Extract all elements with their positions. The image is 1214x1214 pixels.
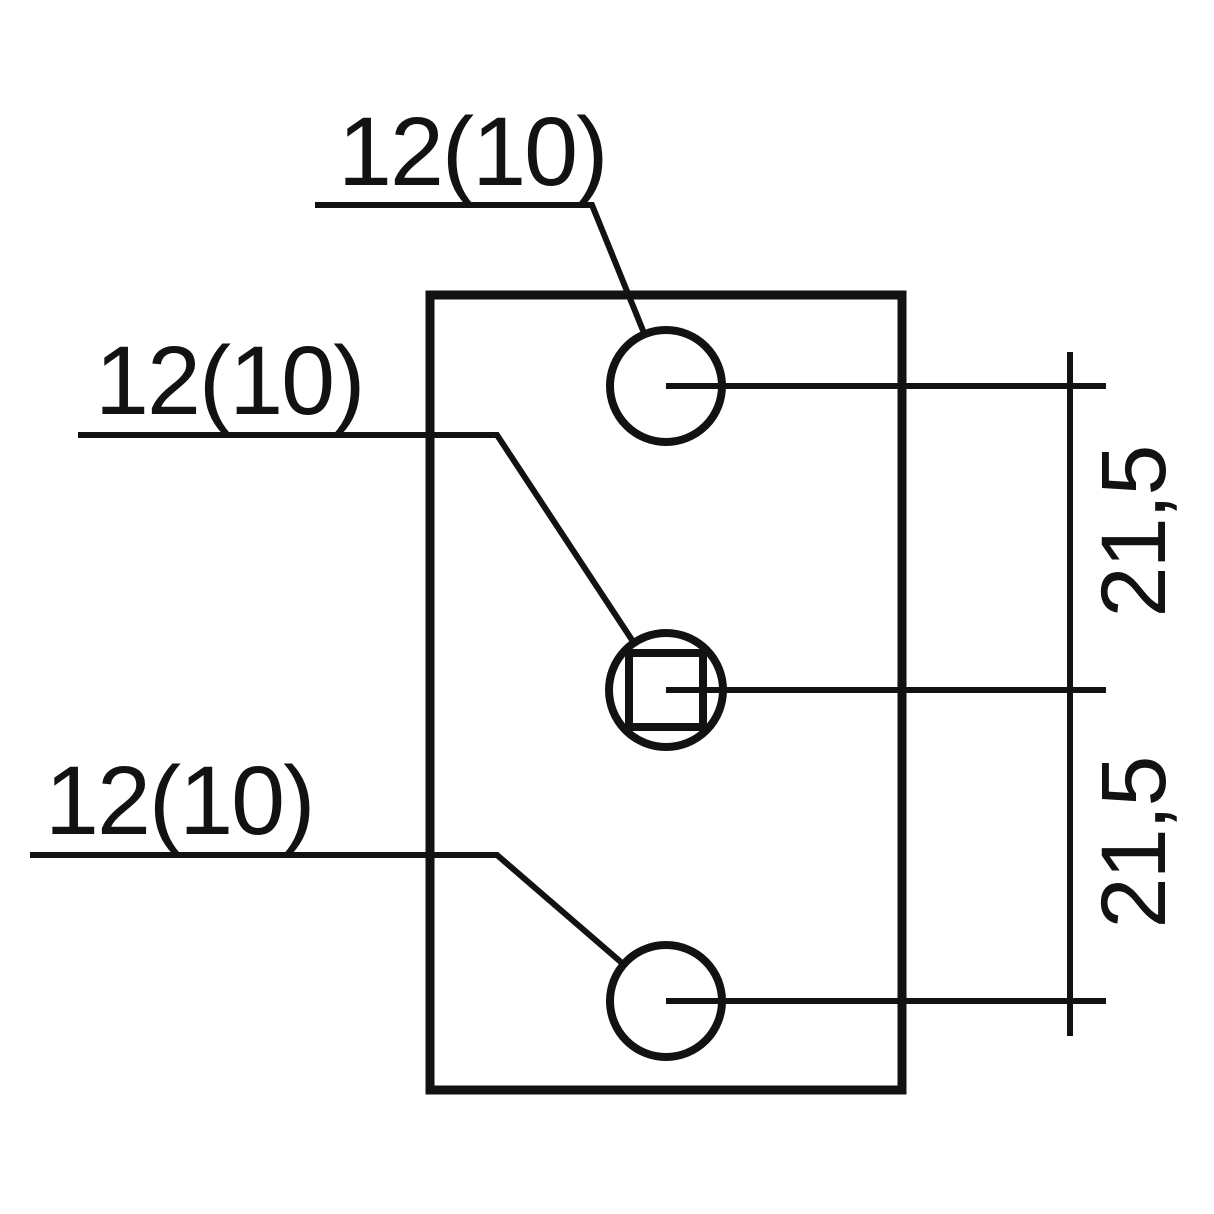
- geometry-group: [30, 202, 1106, 1095]
- leader-line-top-hole: [315, 202, 647, 335]
- hole-bottom: [606, 941, 726, 1061]
- square-drive-hole: [625, 649, 707, 731]
- label-bottom-hole: 12(10): [45, 746, 313, 855]
- label-lower-spacing: 21,5: [1083, 757, 1185, 928]
- leader-line-middle-hole: [78, 432, 637, 645]
- label-top-hole: 12(10): [338, 97, 606, 206]
- labels-group: 12(10) 12(10) 12(10) 21,5 21,5: [45, 97, 1185, 929]
- leader-line-bottom-hole: [30, 852, 624, 966]
- label-middle-hole: 12(10): [95, 326, 363, 435]
- label-upper-spacing: 21,5: [1083, 446, 1185, 617]
- hole-top: [606, 326, 726, 446]
- hole-middle: [605, 629, 727, 751]
